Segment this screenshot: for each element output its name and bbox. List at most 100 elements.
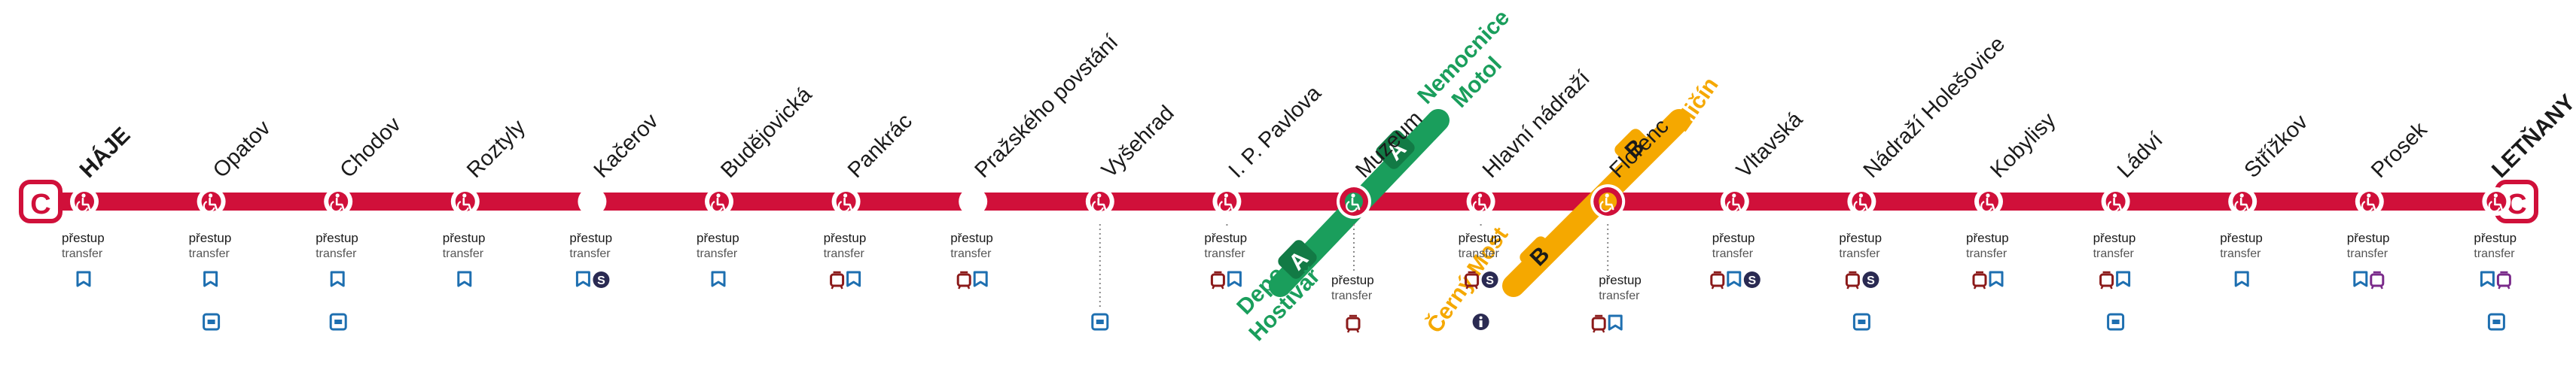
transfer-label-en: transfer: [189, 247, 230, 260]
bus-stop-icon: [76, 271, 91, 287]
park-ride-icon: [329, 313, 347, 331]
station-1: Opatov přestup transfer: [189, 116, 276, 331]
wheelchair-icon: [1980, 193, 1995, 213]
info-icon: [1472, 314, 1489, 330]
tram-icon: [830, 271, 845, 290]
transfer-label: přestup: [2220, 231, 2263, 245]
station-name: Vltavská: [1732, 107, 1808, 183]
wheelchair-icon: [1346, 193, 1361, 213]
bus-stop-icon: [330, 271, 345, 287]
wheelchair-icon: [1853, 193, 1868, 213]
transfer-label-en: transfer: [697, 247, 738, 260]
transfer-label: přestup: [950, 231, 993, 245]
tram-icon: [1346, 314, 1361, 333]
wheelchair-icon: [2488, 193, 2503, 213]
bus-stop-icon: [2234, 271, 2249, 287]
line-b-badge-down: B: [1520, 236, 1559, 275]
line-a-badge-down: A: [1278, 240, 1317, 279]
tram-icon: [1710, 271, 1725, 290]
transfer-label-en: transfer: [316, 247, 357, 260]
station-name: Nádraží Holešovice: [1859, 32, 2010, 183]
station-name: Prosek: [2367, 117, 2432, 183]
station-name: Kobylisy: [1986, 108, 2060, 183]
transfer-label-en: transfer: [1204, 247, 1245, 260]
station-name: Pankrác: [843, 109, 917, 183]
transfer-label: přestup: [2474, 231, 2517, 245]
station-name: Střížkov: [2240, 110, 2313, 183]
svg-text:S: S: [597, 274, 605, 287]
bus-stop-icon: [457, 271, 472, 287]
transfer-label-en: transfer: [1459, 247, 1500, 260]
transfer-label: přestup: [697, 231, 739, 245]
transfer-label: přestup: [1599, 273, 1642, 287]
transfer-label: přestup: [2347, 231, 2390, 245]
transfer-label-en: transfer: [1599, 290, 1640, 302]
station-name: I. P. Pavlova: [1224, 80, 1327, 183]
transfer-label: přestup: [1712, 231, 1755, 245]
station-name: Roztyly: [462, 115, 530, 183]
wheelchair-icon: [76, 193, 91, 213]
transfer-label-en: transfer: [2474, 247, 2515, 260]
transfer-label: přestup: [316, 231, 358, 245]
svg-text:S: S: [1486, 274, 1494, 287]
park-ride-icon: [203, 313, 221, 331]
bus-stop-icon: [575, 271, 590, 287]
rail-s-icon: S: [1862, 271, 1879, 288]
line-badge-bg: [1520, 236, 1559, 275]
wheelchair-icon: [711, 193, 726, 213]
tram-icon: [1972, 271, 1987, 290]
station-8: Vyšehrad: [1085, 101, 1179, 331]
transfer-label-en: transfer: [2220, 247, 2261, 260]
transfer-label-en: transfer: [1966, 247, 2007, 260]
line-a-destination-up: Nemocnice Motol: [1413, 5, 1514, 113]
bus-stop-icon: [1727, 271, 1742, 287]
transfer-label: přestup: [189, 231, 232, 245]
transfer-label-en: transfer: [2093, 247, 2135, 260]
bus-stop-icon: [2353, 271, 2368, 287]
park-ride-icon: [1852, 313, 1870, 331]
transfer-label-en: transfer: [1712, 247, 1754, 260]
wheelchair-icon: [1091, 193, 1107, 213]
station-name: Opatov: [209, 116, 276, 183]
transfer-label: přestup: [443, 231, 486, 245]
park-ride-icon: [2487, 313, 2505, 331]
tram-icon: [1210, 271, 1225, 290]
transfer-label-en: transfer: [824, 247, 865, 260]
station-name: Hlavní nádraží: [1478, 66, 1595, 183]
transfer-label: přestup: [1331, 273, 1374, 287]
station-marker: [578, 187, 607, 216]
station-name: Kačerov: [590, 109, 663, 183]
bus-stop-icon: [2116, 271, 2131, 287]
station-name: HÁJE: [75, 122, 136, 183]
line-a-badge-up: A: [1376, 130, 1415, 169]
tram-icon: [1591, 314, 1606, 333]
transfer-label-en: transfer: [62, 247, 103, 260]
wheelchair-icon: [837, 193, 852, 213]
bus-stop-icon: [1227, 271, 1242, 287]
park-ride-icon: [2107, 313, 2125, 331]
bus-stop-icon: [1608, 314, 1623, 331]
transfer-label-en: transfer: [1331, 290, 1373, 302]
line-badge-bg: [1376, 130, 1415, 169]
bus-stop-icon: [973, 271, 988, 287]
wheelchair-icon: [2234, 193, 2249, 213]
transfer-label: přestup: [2093, 231, 2136, 245]
wheelchair-icon: [2107, 193, 2122, 213]
bus-stop-icon: [1989, 271, 2004, 287]
line-letter: C: [30, 189, 50, 220]
line-c-badge-start: C: [19, 180, 62, 223]
bus-stop-icon: [711, 271, 726, 287]
line-badge-bg: [1278, 240, 1317, 279]
bus-stop-icon: [203, 271, 218, 287]
wheelchair-icon: [2361, 193, 2376, 213]
station-name: LETŇANY: [2486, 89, 2576, 183]
svg-text:S: S: [1867, 274, 1875, 287]
night-tram-icon: [2496, 271, 2511, 290]
wheelchair-icon: [203, 193, 218, 213]
rail-s-icon: S: [1481, 271, 1498, 288]
bus-stop-icon: [846, 271, 861, 287]
